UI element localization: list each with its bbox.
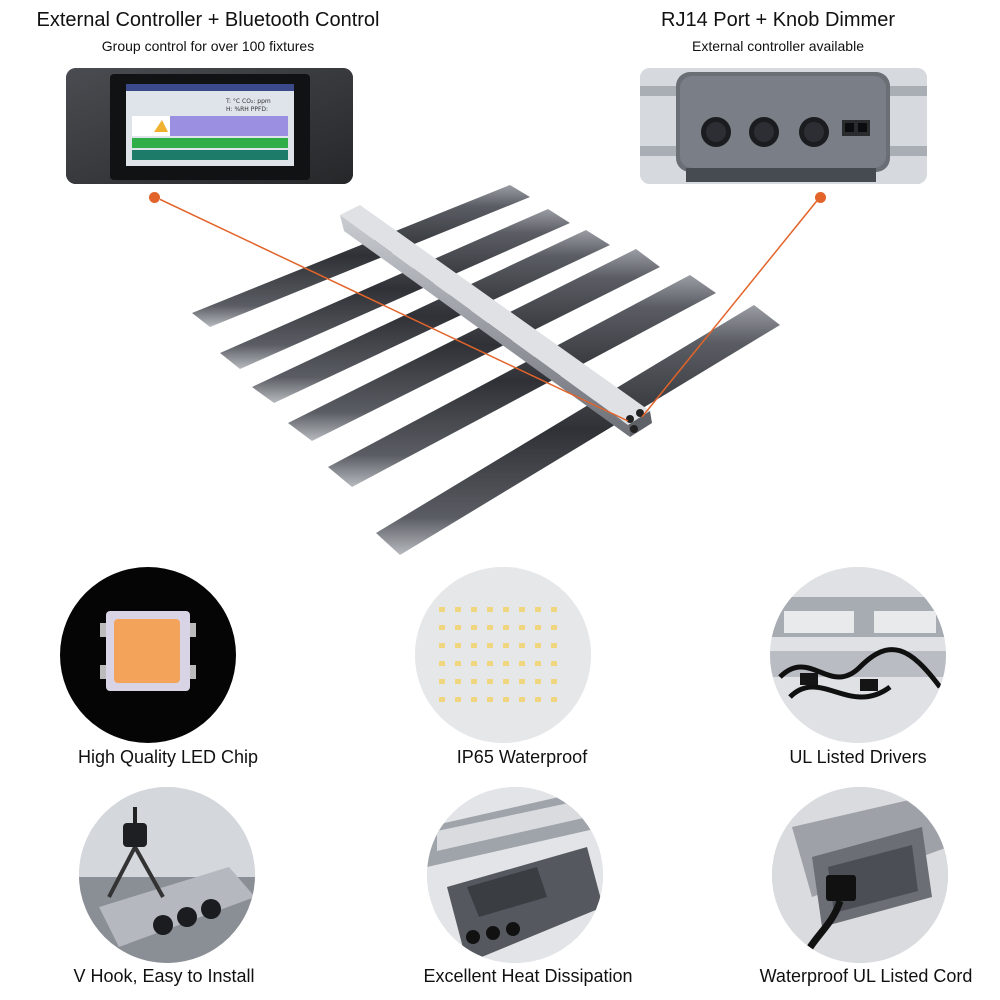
svg-text:T: °C CO₂: ppm: T: °C CO₂: ppm <box>225 98 271 105</box>
light-bar <box>192 185 780 555</box>
heat-sink-icon <box>427 787 603 963</box>
controller-callout-line <box>160 198 629 422</box>
controller-subtitle: Group control for over 100 fixtures <box>101 38 315 54</box>
svg-text:H: %RH PPFD:: H: %RH PPFD: <box>226 106 268 113</box>
driver-icon <box>770 567 946 743</box>
feature-label: IP65 Waterproof <box>456 747 588 767</box>
controller-callout-dot <box>149 192 160 203</box>
power-cord-icon <box>772 787 948 963</box>
external-controller-photo: T: °C CO₂: ppm H: %RH PPFD: <box>66 68 353 184</box>
v-hook-icon <box>79 787 255 963</box>
led-grow-light-fixture <box>160 175 820 585</box>
driver-spine <box>340 205 652 437</box>
feature-label: V Hook, Easy to Install <box>73 966 255 986</box>
dimmer-subtitle: External controller available <box>692 38 864 54</box>
knob-dimmer-photo <box>640 68 927 184</box>
dimmer-callout-dot <box>815 192 826 203</box>
feature-label: Excellent Heat Dissipation <box>423 966 633 986</box>
led-chip-icon <box>60 567 236 743</box>
feature-label: High Quality LED Chip <box>77 747 259 767</box>
controller-title: External Controller + Bluetooth Control <box>36 9 380 31</box>
feature-label: UL Listed Drivers <box>789 747 927 767</box>
dimmer-title: RJ14 Port + Knob Dimmer <box>661 9 895 31</box>
led-board-icon <box>415 567 591 743</box>
dimmer-callout-line <box>641 196 820 418</box>
feature-label: Waterproof UL Listed Cord <box>759 966 973 986</box>
